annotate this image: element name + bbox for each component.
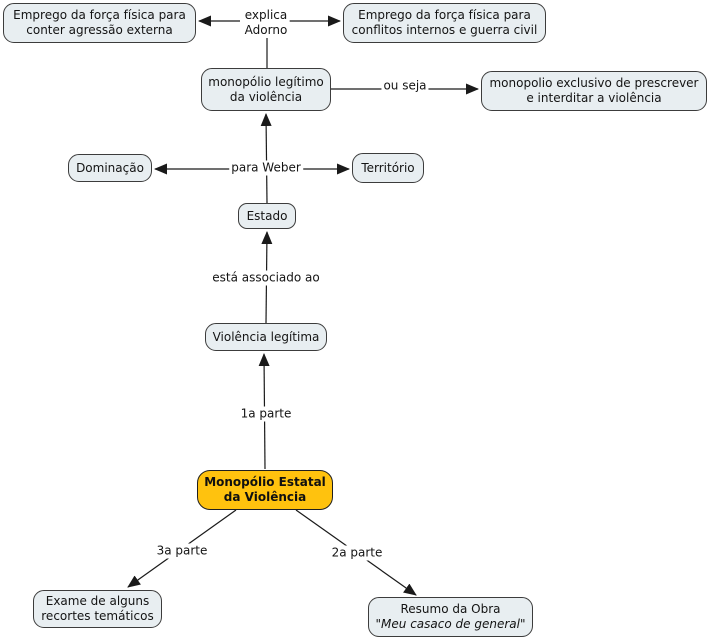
node-label: Resumo da Obra bbox=[400, 602, 501, 616]
node-dominacao[interactable]: Dominação bbox=[68, 154, 152, 182]
node-label: Dominação bbox=[76, 160, 144, 175]
node-label: Monopólio Estatal bbox=[204, 475, 326, 489]
node-violencia-legitima[interactable]: Violência legítima bbox=[205, 323, 327, 351]
node-label: monopolio exclusivo de prescrever bbox=[489, 76, 699, 90]
node-monopolio-legitimo[interactable]: monopólio legítimo da violência bbox=[201, 68, 331, 111]
node-label: da violência bbox=[229, 89, 303, 104]
edge-label-explica-adorno[interactable]: explica Adorno bbox=[242, 8, 290, 38]
node-label: conter agressão externa bbox=[26, 23, 173, 37]
node-estado[interactable]: Estado bbox=[238, 203, 296, 229]
node-label-book-title: "Meu casaco de general" bbox=[375, 617, 526, 631]
node-label: conflitos internos e guerra civil bbox=[351, 23, 538, 37]
node-monopolio-exclusivo[interactable]: monopolio exclusivo de prescrever e inte… bbox=[481, 71, 707, 111]
edge-label-esta-associado-ao[interactable]: está associado ao bbox=[210, 270, 322, 286]
node-label: Território bbox=[361, 160, 415, 175]
node-label: Estado bbox=[246, 208, 288, 223]
edge-label-para-weber[interactable]: para Weber bbox=[229, 160, 303, 176]
node-label: monopólio legítimo bbox=[208, 74, 324, 89]
edge-label-3a-parte[interactable]: 3a parte bbox=[154, 543, 210, 559]
node-label: recortes temáticos bbox=[41, 609, 154, 623]
edge-label-ou-seja[interactable]: ou seja bbox=[381, 78, 429, 94]
node-label: Emprego da força física para bbox=[13, 8, 186, 22]
node-label: Violência legítima bbox=[212, 329, 320, 344]
node-label: e interditar a violência bbox=[526, 91, 662, 105]
edge-label-1a-parte[interactable]: 1a parte bbox=[238, 406, 294, 422]
node-exame-recortes[interactable]: Exame de alguns recortes temáticos bbox=[33, 590, 162, 628]
node-label: Exame de alguns bbox=[45, 594, 150, 608]
edge-estado-to-monopolio-legitimo bbox=[260, 113, 272, 204]
edge-label-line: explica bbox=[244, 8, 288, 22]
node-emprego-forca-interna[interactable]: Emprego da força física para conflitos i… bbox=[343, 3, 546, 43]
node-label: Emprego da força física para bbox=[358, 8, 531, 22]
node-emprego-forca-externa[interactable]: Emprego da força física para conter agre… bbox=[3, 3, 196, 43]
edge-label-line: Adorno bbox=[244, 23, 288, 37]
node-resumo-da-obra[interactable]: Resumo da Obra "Meu casaco de general" bbox=[368, 597, 533, 637]
node-territorio[interactable]: Território bbox=[352, 153, 424, 183]
edge-label-2a-parte[interactable]: 2a parte bbox=[329, 545, 385, 561]
node-monopolio-estatal-da-violencia[interactable]: Monopólio Estatal da Violência bbox=[197, 470, 333, 510]
node-label: da Violência bbox=[223, 490, 307, 504]
